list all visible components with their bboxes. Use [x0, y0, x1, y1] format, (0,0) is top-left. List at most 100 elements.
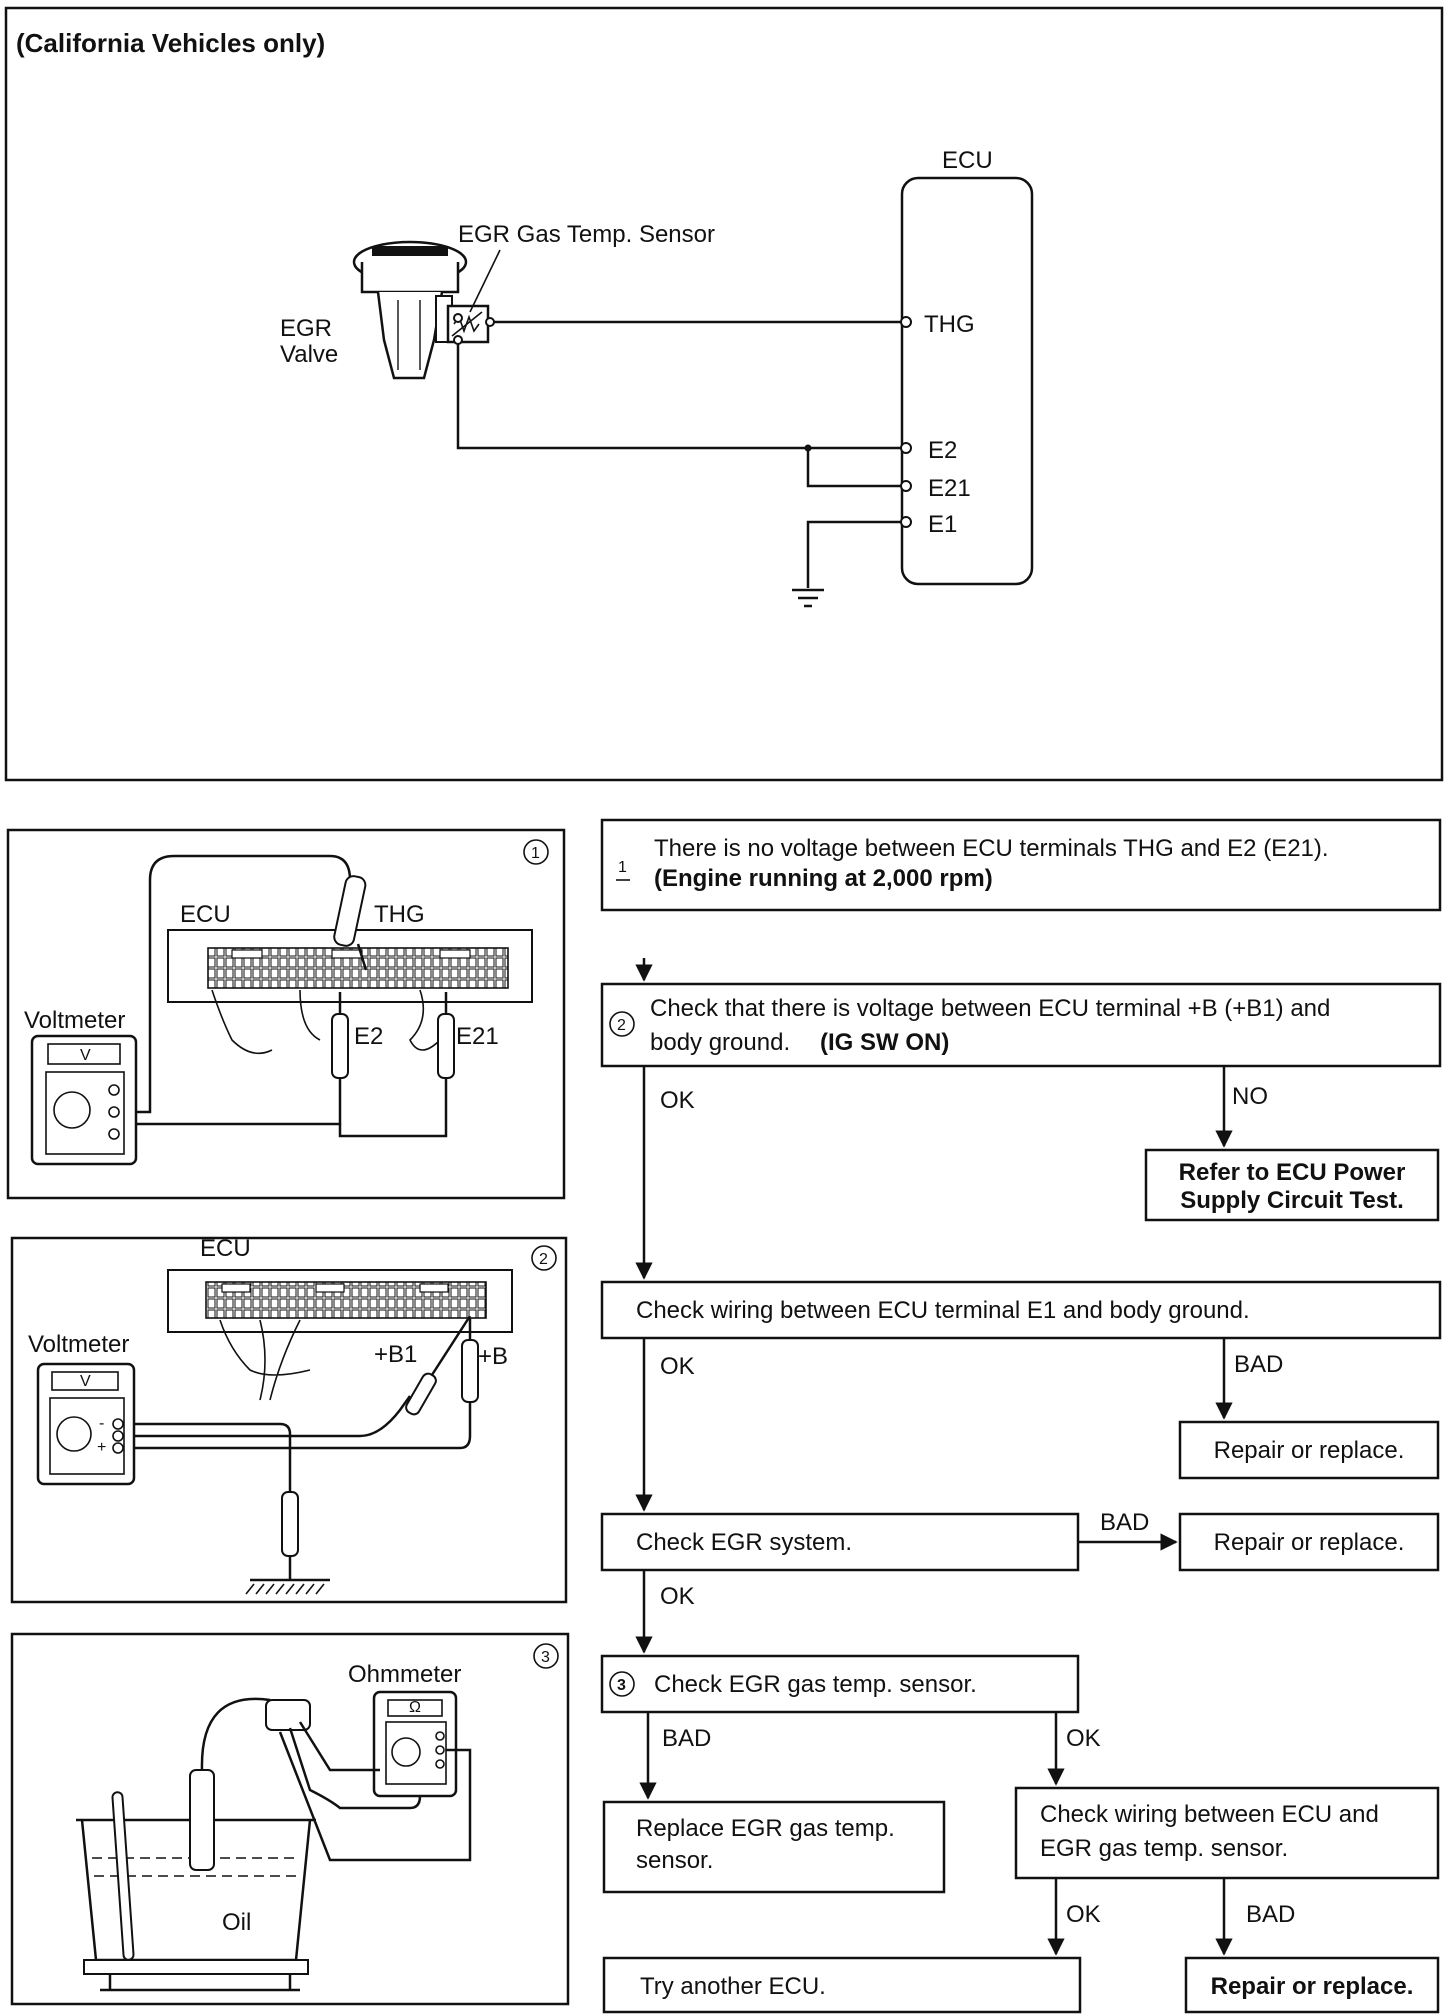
wiring-bad-label: BAD — [1246, 1901, 1295, 1928]
wiring-ok-label: OK — [1066, 1901, 1101, 1928]
egr-gas-temp-sensor-icon — [446, 304, 495, 345]
troubleshooting-flowchart: 1 There is no voltage between ECU termin… — [600, 818, 1442, 2014]
fig3-lead-2 — [278, 1731, 472, 1862]
terminal-label-e2: E2 — [928, 437, 957, 464]
egr-valve-label-1: EGR — [280, 315, 332, 342]
terminal-label-e1: E1 — [928, 511, 957, 538]
fig2-minus-label: - — [99, 1415, 104, 1432]
check-wiring-sensor-line-2: EGR gas temp. sensor. — [1040, 1835, 1288, 1862]
repair-box-3 — [1184, 1956, 1440, 2014]
ecu-label: ECU — [942, 147, 993, 174]
fig1-meter-face: V — [80, 1047, 91, 1064]
step-2-box — [600, 982, 1442, 1068]
sensor-leader-line — [469, 249, 501, 313]
step-1-box — [600, 818, 1442, 912]
fig2-b1-lead — [126, 1395, 412, 1438]
schematic-frame — [4, 6, 1444, 782]
figure-2-frame — [10, 1236, 568, 1604]
step-2-line-1: Check that there is voltage between ECU … — [650, 995, 1330, 1022]
step-2-no-label: NO — [1232, 1083, 1268, 1110]
figure-2-number-circle — [531, 1245, 557, 1271]
fig1-probe-e2-icon — [331, 992, 349, 1079]
check-wiring-e1-box — [600, 1280, 1442, 1340]
replace-sensor-line-2: sensor. — [636, 1847, 713, 1874]
fig1-voltmeter-icon — [30, 1034, 138, 1166]
fig2-b-label: +B — [478, 1343, 508, 1370]
fig2-ecu-label: ECU — [200, 1235, 251, 1262]
repair-box-1-text: Repair or replace. — [1214, 1437, 1405, 1464]
fig1-probe-thg-icon — [333, 875, 368, 971]
e1-bad-label: BAD — [1234, 1351, 1283, 1378]
e1-ok-label: OK — [660, 1353, 695, 1380]
replace-sensor-line-1: Replace EGR gas temp. — [636, 1815, 895, 1842]
fig1-e2-label: E2 — [354, 1023, 383, 1050]
terminal-e21 — [900, 480, 912, 492]
e1-ground-wire — [806, 520, 902, 588]
replace-sensor-box — [602, 1800, 946, 1894]
power-ref-line-1: Refer to ECU Power — [1179, 1159, 1406, 1186]
sensor-label: EGR Gas Temp. Sensor — [458, 221, 715, 248]
figure-1-number: 1 — [531, 845, 540, 862]
fig2-voltmeter-icon — [36, 1362, 136, 1486]
fig3-sensor-icon — [189, 1697, 311, 1871]
step-1-line-1: There is no voltage between ECU terminal… — [654, 835, 1329, 862]
figure-2-number: 2 — [539, 1251, 548, 1268]
terminal-thg — [900, 316, 912, 328]
fig1-e2-lead — [122, 1078, 342, 1126]
wiring-schematic-panel: (California Vehicles only) ECU EGR Valve… — [4, 6, 1444, 782]
terminal-label-thg: THG — [924, 311, 975, 338]
e2-wire — [456, 344, 902, 450]
step-3-text: Check EGR gas temp. sensor. — [654, 1671, 977, 1698]
step-3-ok-label: OK — [1066, 1725, 1101, 1752]
fig2-plus-label: + — [97, 1439, 106, 1456]
repair-box-2 — [1178, 1512, 1440, 1572]
step-2-line-2: body ground. — [650, 1029, 790, 1056]
fig1-thg-label: THG — [374, 901, 425, 928]
step-3-marker: 3 — [617, 1677, 626, 1694]
figure-3-number-circle — [533, 1643, 559, 1669]
repair-box-1 — [1178, 1420, 1440, 1480]
terminal-label-e21: E21 — [928, 475, 971, 502]
fig1-probe-e21-icon — [437, 992, 455, 1079]
ecu-box — [900, 176, 1034, 586]
step-2-ok-label: OK — [660, 1087, 695, 1114]
egr-ok-label: OK — [660, 1583, 695, 1610]
step-1-line-2: (Engine running at 2,000 rpm) — [654, 865, 993, 892]
fig2-b1-label: +B1 — [374, 1341, 417, 1368]
repair-box-3-text: Repair or replace. — [1211, 1973, 1414, 2000]
fig3-thermometer-icon — [111, 1791, 135, 1961]
figure-3-frame — [10, 1632, 570, 2006]
step-3-box — [600, 1654, 1080, 1714]
step-2-condition: (IG SW ON) — [820, 1029, 949, 1056]
figure-3-panel: 3 Ohmmeter Ω O — [10, 1632, 570, 2006]
fig2-probe-b1-icon — [405, 1315, 472, 1416]
figure-1-number-circle — [523, 839, 549, 865]
fig3-ohmmeter-label: Ohmmeter — [348, 1661, 461, 1688]
step-1-marker: 1 — [618, 859, 627, 876]
figure-1-frame — [6, 828, 566, 1200]
junction-dot — [804, 444, 812, 452]
step-2-marker-circle — [609, 1011, 635, 1037]
step-2-marker: 2 — [617, 1017, 626, 1034]
try-another-ecu-text: Try another ECU. — [640, 1973, 826, 2000]
fig2-voltmeter-label: Voltmeter — [28, 1331, 129, 1358]
figure-2-panel: 2 ECU +B1 +B Voltmeter — [10, 1235, 568, 1604]
terminal-e1 — [900, 516, 912, 528]
check-egr-system-box — [600, 1512, 1080, 1572]
fig3-meter-face: Ω — [409, 1699, 421, 1716]
fig2-ground-lead — [126, 1422, 292, 1580]
fig3-lead-1 — [288, 1727, 422, 1810]
check-wiring-sensor-line-1: Check wiring between ECU and — [1040, 1801, 1379, 1828]
terminal-e2 — [900, 442, 912, 454]
figure-3-number: 3 — [541, 1649, 550, 1666]
fig1-e21-label: E21 — [456, 1023, 499, 1050]
fig2-ground-probe-icon — [245, 1491, 330, 1595]
repair-box-2-text: Repair or replace. — [1214, 1529, 1405, 1556]
fig1-ecu-label: ECU — [180, 901, 231, 928]
fig1-voltmeter-label: Voltmeter — [24, 1007, 125, 1034]
step-3-bad-label: BAD — [662, 1725, 711, 1752]
egr-bad-label: BAD — [1100, 1509, 1149, 1536]
figure-1-panel: 1 ECU THG E2 E21 Voltmeter — [6, 828, 566, 1200]
try-another-ecu-box — [602, 1956, 1082, 2014]
